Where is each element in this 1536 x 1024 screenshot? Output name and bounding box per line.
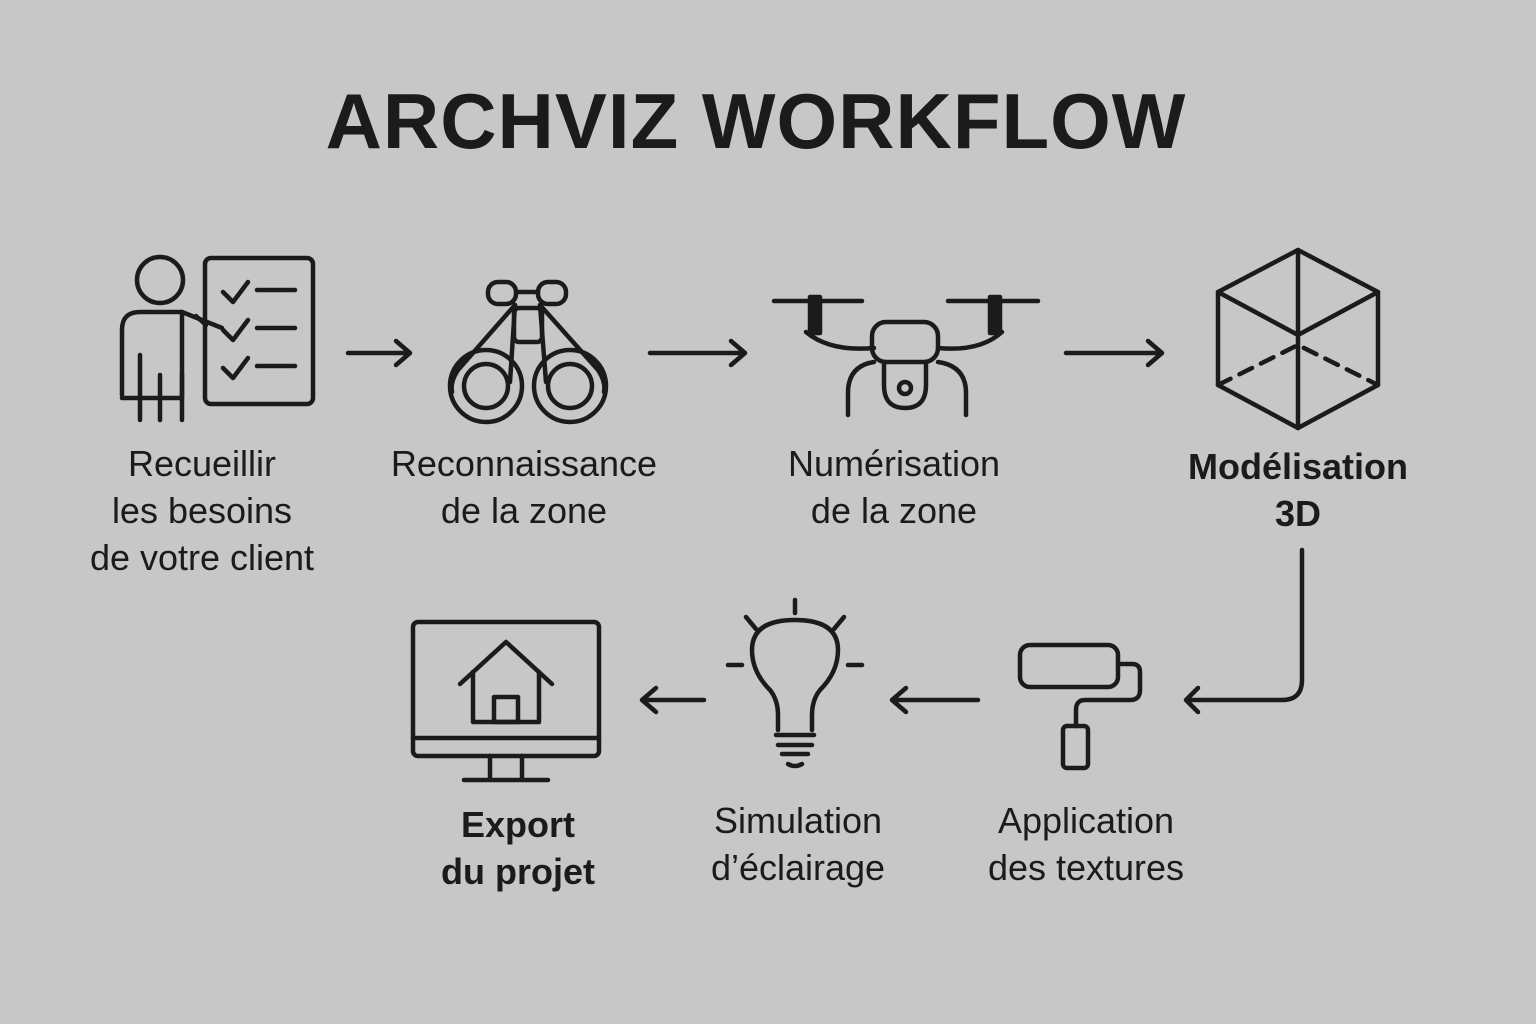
paint-roller-icon bbox=[1017, 642, 1143, 771]
step-numerisation-label: Numérisation de la zone bbox=[787, 443, 1001, 531]
light-bulb-icon bbox=[725, 597, 865, 769]
step-reconnaissance-label: Reconnaissance de la zone bbox=[390, 443, 658, 531]
connector-down-arrow bbox=[1183, 547, 1305, 715]
step-eclairage-label: Simulation d’éclairage bbox=[710, 800, 886, 888]
arrow-3 bbox=[1063, 338, 1165, 368]
arrow-2 bbox=[647, 338, 748, 368]
binoculars-icon bbox=[447, 279, 609, 425]
step-modelisation-label: Modélisation 3D bbox=[1187, 446, 1408, 534]
presenter-checklist-icon bbox=[119, 254, 316, 423]
step-textures-label: Application des textures bbox=[987, 800, 1185, 888]
arrow-1 bbox=[345, 338, 413, 368]
diagram-title: ARCHVIZ WORKFLOW bbox=[325, 77, 1187, 165]
step-recueillir-label: Recueillir les besoins de votre client bbox=[89, 443, 315, 578]
step-export-label: Export du projet bbox=[441, 804, 595, 892]
arrow-5 bbox=[889, 685, 981, 715]
drone-icon bbox=[771, 294, 1041, 418]
monitor-house-icon bbox=[410, 619, 602, 783]
arrow-6 bbox=[639, 685, 707, 715]
cube-3d-icon bbox=[1215, 247, 1381, 431]
